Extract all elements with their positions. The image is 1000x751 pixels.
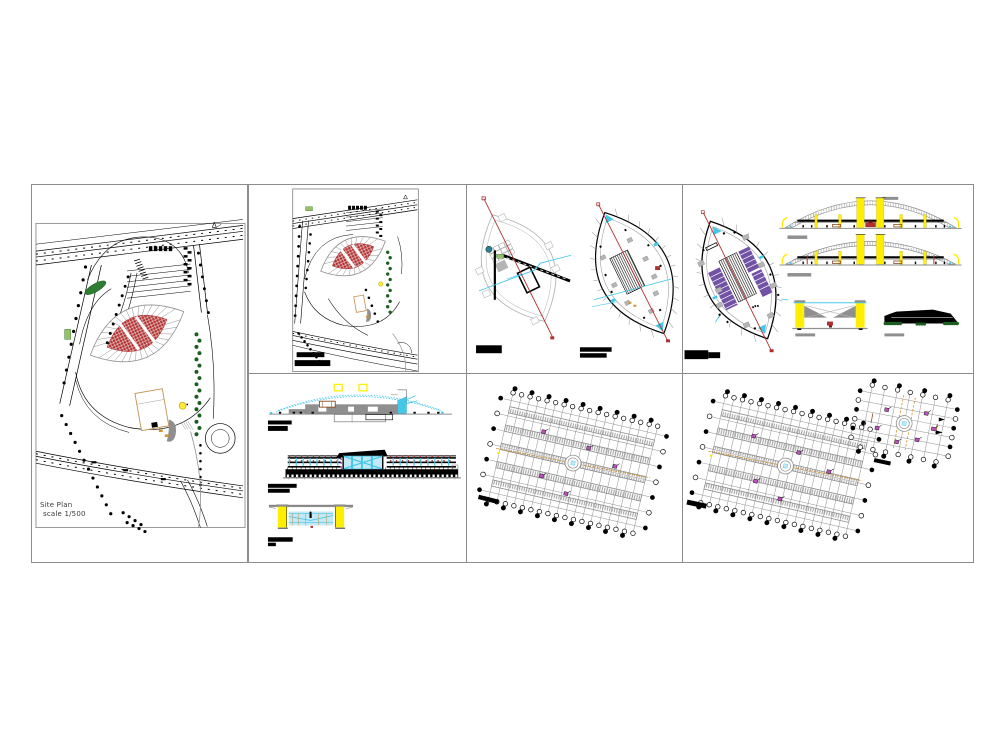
building <box>134 388 170 432</box>
elevation-cable-roof <box>267 383 452 431</box>
seating-plan-and-elevations <box>684 196 899 360</box>
annotation-arrows <box>935 417 945 435</box>
structural-grid-plans-drawing <box>686 378 960 541</box>
panel-structural-grid-plans <box>682 373 974 563</box>
cross-section-towers <box>267 504 354 547</box>
stadium-plan <box>89 304 185 363</box>
roof-framing-plan <box>477 386 669 538</box>
stadium-plan-small <box>320 236 386 277</box>
core-framing-plan <box>848 378 960 469</box>
cross-section-small <box>792 300 868 337</box>
floor-plans <box>474 196 680 358</box>
site-plan-label-line1: Site Plan <box>40 501 73 509</box>
panel-seating-plan-and-elevations <box>682 184 974 374</box>
seating-plan <box>695 217 789 343</box>
building-small <box>353 294 367 313</box>
panel-site-plan-1-500: Site Plan scale 1/500 <box>31 184 248 563</box>
site-plan-label-line2: scale 1/500 <box>43 510 86 519</box>
rear-elevation <box>883 308 959 337</box>
panel-floor-plans <box>466 184 683 374</box>
panel-structural-grid-plan <box>466 373 683 563</box>
scale-bar-small <box>873 458 891 466</box>
seating-plan-elevations-drawing <box>684 196 962 360</box>
structural-grid-plan-drawing <box>477 386 669 538</box>
scale-bar <box>477 494 500 505</box>
roof-plan <box>474 213 561 326</box>
panel-site-plan-small <box>248 184 467 374</box>
site-plan-small-drawing <box>292 188 419 373</box>
elevation-2 <box>779 234 962 266</box>
site-plan-label: Site Plan scale 1/500 <box>40 501 86 519</box>
roof-framing-plan-2 <box>689 389 882 541</box>
elevation-1 <box>779 197 962 229</box>
ground-floor-plan <box>589 208 680 338</box>
site-plan-small <box>292 188 419 373</box>
entrance-core <box>516 266 541 294</box>
green-area <box>84 280 107 295</box>
longitudinal-section <box>267 449 461 493</box>
panel-sections <box>248 373 467 563</box>
scale-bar <box>686 499 707 509</box>
sections-drawing <box>267 383 461 547</box>
site-plan-large-drawing <box>35 219 246 534</box>
floor-plans-drawing <box>474 196 680 358</box>
site-plan-large <box>35 219 246 534</box>
